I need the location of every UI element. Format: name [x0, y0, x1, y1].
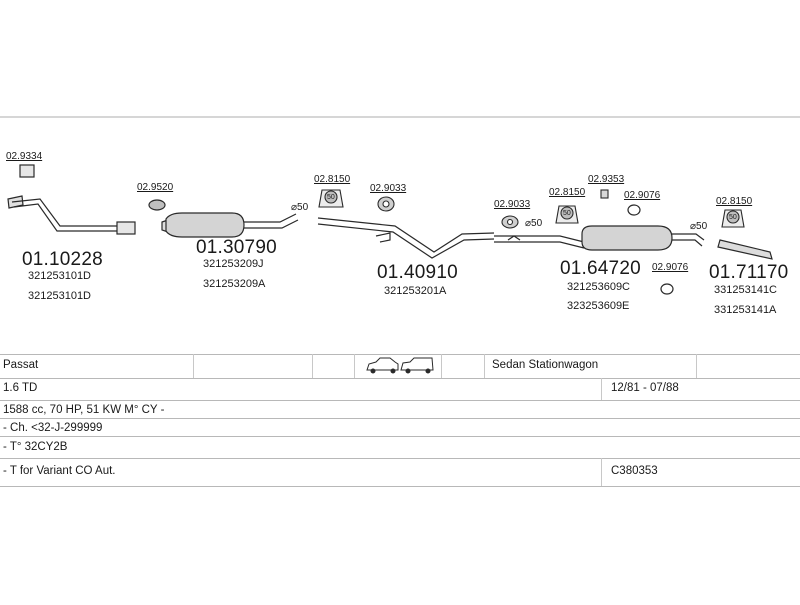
clamp-mark-1: 50	[327, 194, 335, 201]
part-oem-1a: 321253101D	[28, 270, 92, 282]
table-line	[0, 486, 800, 487]
ring-02-9076-a[interactable]	[627, 204, 641, 216]
table-line	[0, 354, 800, 355]
part-oem-3a: 321253201A	[384, 285, 447, 297]
part-oem-4a: 321253609C	[567, 281, 631, 293]
front-pipe[interactable]	[7, 195, 136, 235]
table-line	[601, 458, 602, 486]
clamp-mark-3: 50	[729, 214, 737, 221]
gasket-02-9520[interactable]	[148, 199, 166, 211]
part-oem-1b: 321253101D	[28, 290, 92, 302]
clamp-mark-2: 50	[563, 210, 571, 217]
vehicle-model: Passat	[3, 359, 39, 371]
table-line	[0, 436, 800, 437]
table-line	[312, 354, 313, 378]
clip-02-9353[interactable]	[600, 189, 609, 199]
accessory-label-02-8150-a[interactable]: 02.8150	[314, 174, 351, 185]
part-oem-2b: 321253209A	[203, 278, 266, 290]
part-number-4[interactable]: 01.64720	[560, 258, 641, 279]
rear-silencer[interactable]	[494, 225, 705, 251]
tail-pipe[interactable]	[717, 239, 773, 260]
table-line	[696, 354, 697, 378]
part-number-2[interactable]: 01.30790	[196, 237, 277, 258]
sedan-icon	[366, 357, 399, 374]
vehicle-body-types: Sedan Stationwagon	[492, 359, 599, 371]
diameter-label-2: ⌀50	[525, 218, 543, 229]
vehicle-period: 12/81 - 07/88	[611, 382, 679, 394]
accessory-label-02-9334[interactable]: 02.9334	[6, 151, 43, 162]
mount-02-8150-c[interactable]	[721, 209, 745, 228]
diameter-label-3: ⌀50	[690, 221, 708, 232]
table-line	[0, 400, 800, 401]
mount-02-8150-b[interactable]	[555, 205, 579, 224]
table-line	[484, 354, 485, 378]
table-line	[0, 378, 800, 379]
part-oem-5b: 331253141A	[714, 304, 777, 316]
clamp-02-9334[interactable]	[19, 164, 35, 178]
vehicle-code: C380353	[611, 465, 658, 477]
accessory-label-02-9076-b[interactable]: 02.9076	[652, 262, 689, 273]
vehicle-engine: 1.6 TD	[3, 382, 38, 394]
table-line	[193, 354, 194, 378]
part-oem-2a: 321253209J	[203, 258, 264, 270]
vehicle-note: - T for Variant CO Aut.	[3, 465, 116, 477]
accessory-label-02-9033-a[interactable]: 02.9033	[370, 183, 407, 194]
vehicle-specs: 1588 cc, 70 HP, 51 KW M° CY -	[3, 404, 165, 416]
accessory-label-02-9033-b[interactable]: 02.9033	[494, 199, 531, 210]
table-line	[601, 378, 602, 400]
mount-02-9033-b[interactable]	[501, 215, 519, 229]
mount-02-8150-a[interactable]	[318, 189, 344, 208]
vehicle-chassis: - Ch. <32-J-299999	[3, 422, 103, 434]
part-oem-5a: 331253141C	[714, 284, 778, 296]
table-line	[354, 354, 355, 378]
accessory-label-02-8150-c[interactable]: 02.8150	[716, 196, 753, 207]
ring-02-9076-b[interactable]	[660, 283, 674, 295]
part-oem-4b: 323253609E	[567, 300, 630, 312]
accessory-label-02-9076-a[interactable]: 02.9076	[624, 190, 661, 201]
stationwagon-icon	[400, 357, 434, 374]
part-number-3[interactable]: 01.40910	[377, 262, 458, 283]
intermediate-pipe[interactable]	[161, 212, 299, 238]
mount-02-9033-a[interactable]	[377, 196, 395, 212]
table-line	[0, 458, 800, 459]
center-pipe[interactable]	[317, 217, 495, 259]
part-number-5[interactable]: 01.71170	[709, 262, 789, 283]
vehicle-type: - T° 32CY2B	[3, 441, 68, 453]
accessory-label-02-9353[interactable]: 02.9353	[588, 174, 625, 185]
accessory-label-02-8150-b[interactable]: 02.8150	[549, 187, 586, 198]
part-number-1[interactable]: 01.10228	[22, 249, 103, 270]
accessory-label-02-9520[interactable]: 02.9520	[137, 182, 174, 193]
diameter-label-1: ⌀50	[291, 202, 309, 213]
table-line	[0, 418, 800, 419]
table-line	[441, 354, 442, 378]
